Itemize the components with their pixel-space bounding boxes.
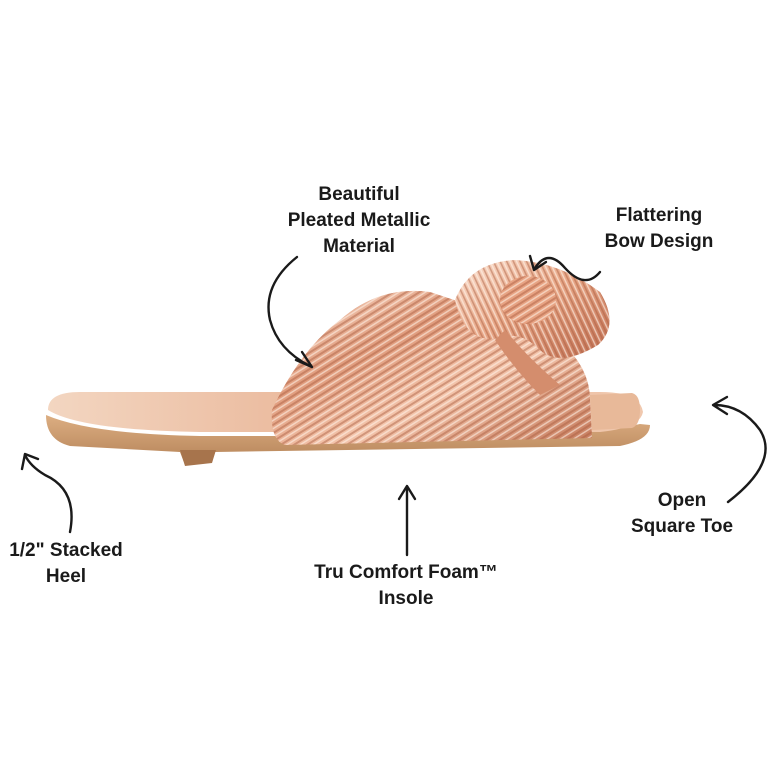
material-line2: Pleated Metallic [287,210,431,231]
toe-line1: Open [657,490,707,511]
insole-line1: Tru Comfort Foam™ [314,562,498,583]
bow-line1: Flattering [615,205,703,226]
insole-callout: Tru Comfort Foam™ Insole [290,560,522,612]
heel-line1: 1/2" Stacked [9,540,123,561]
heel-block [180,450,216,466]
heel-callout: 1/2" Stacked Heel [0,538,146,590]
heel-line2: Heel [45,566,87,587]
callout-arrows [20,254,767,557]
sandal [46,260,650,466]
material-callout: Beautiful Pleated Metallic Material [267,182,451,260]
insole-arrow [397,484,417,557]
toe-callout: Open Square Toe [612,488,752,540]
material-arrow [267,255,314,369]
insole-line2: Insole [378,588,434,609]
toe-arrow [711,395,767,504]
material-line3: Material [323,236,395,257]
material-line1: Beautiful [318,184,400,205]
square-toe [590,393,640,430]
bow [455,260,610,395]
bow-callout: Flattering Bow Design [588,203,730,255]
toe-line2: Square Toe [630,516,734,537]
bow-line2: Bow Design [604,231,714,252]
heel-arrow [20,452,73,534]
bow-arrow [528,254,602,282]
